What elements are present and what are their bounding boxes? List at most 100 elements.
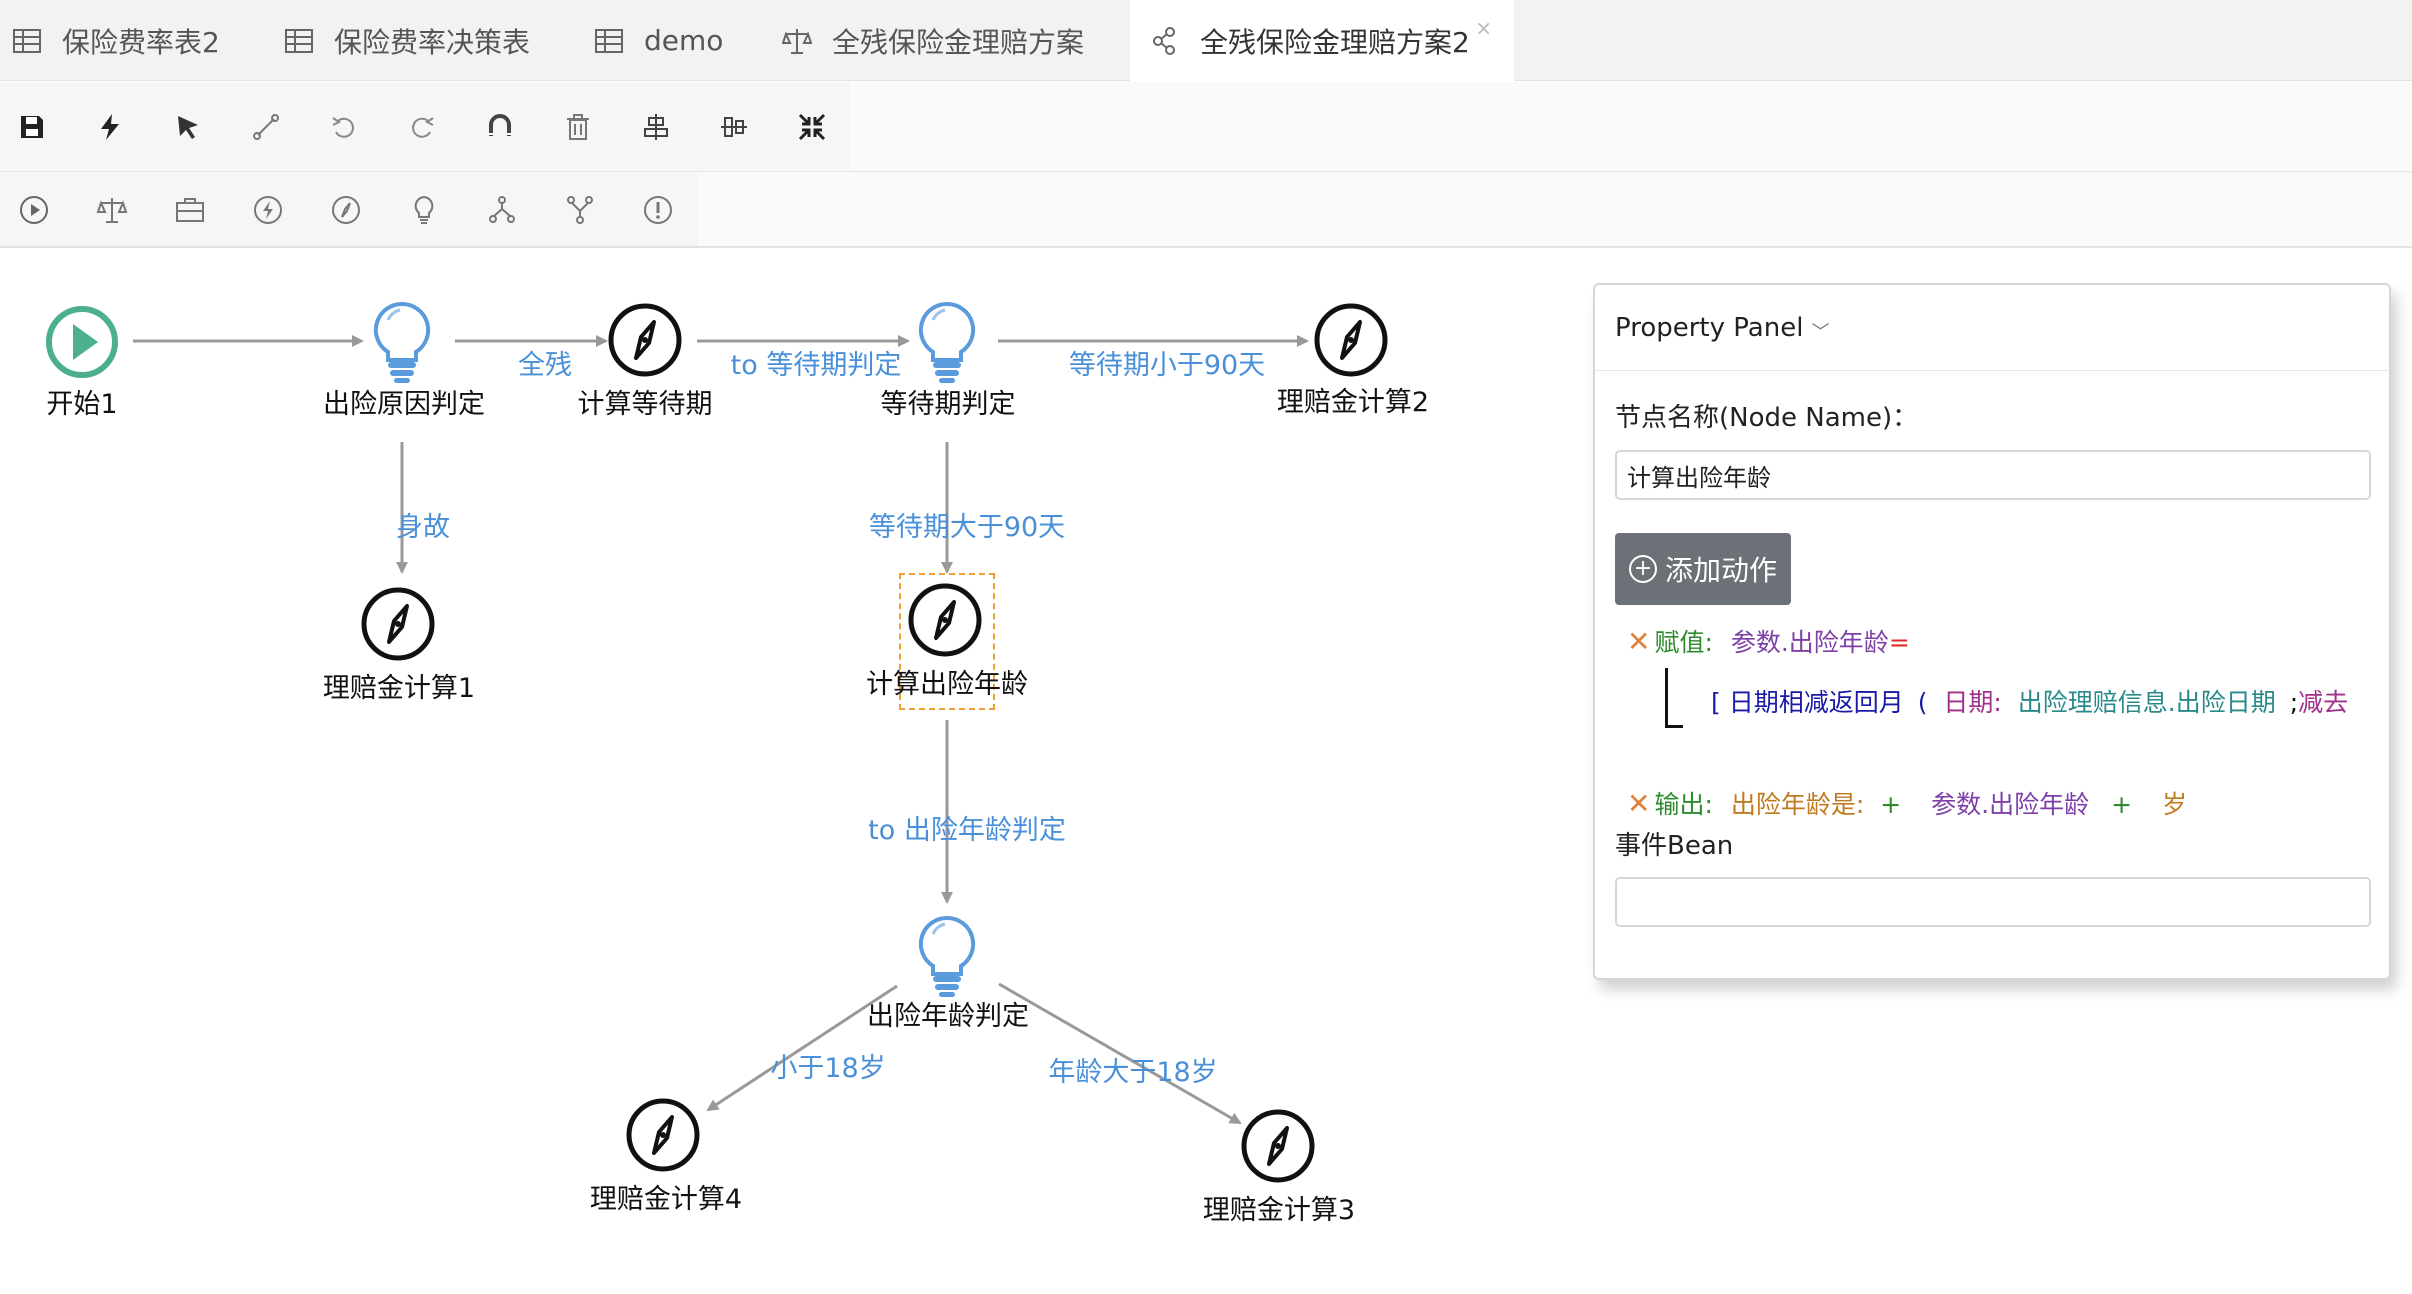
action-node-icon[interactable] (170, 190, 210, 230)
tab-premium-rate-table-2[interactable]: 保险费率表2 (12, 0, 220, 81)
bulb-icon (918, 915, 976, 997)
node-label-payout4: 理赔金计算4 (589, 1184, 743, 1215)
table-icon (285, 28, 313, 53)
property-panel-header[interactable]: Property Panel ﹀ (1595, 285, 2389, 371)
output-action: ✕输出: 出险年龄是: + 参数.出险年龄 + 岁 (1627, 785, 2187, 821)
magnet-icon[interactable] (480, 107, 520, 147)
join-node-icon[interactable] (560, 190, 600, 230)
add-action-label: 添加动作 (1664, 554, 1777, 587)
remove-output-icon[interactable]: ✕ (1627, 787, 1651, 820)
script-node-icon[interactable] (248, 190, 288, 230)
connect-icon[interactable] (246, 107, 286, 147)
chevron-down-icon[interactable]: ﹀ (1811, 321, 1830, 343)
tab-close-icon[interactable]: × (1475, 16, 1492, 40)
compass-icon (626, 1098, 700, 1172)
age-judge-decision-node[interactable] (915, 914, 979, 998)
end-node-icon[interactable] (638, 190, 678, 230)
fork-node-icon[interactable] (482, 190, 522, 230)
toolbar-group (0, 82, 850, 171)
tab-label: 保险费率表2 (62, 25, 220, 59)
wait-judge-decision-node[interactable] (915, 300, 979, 384)
output-var[interactable]: 参数.出险年龄 (1931, 790, 2090, 819)
expr-arg-value[interactable]: 出险理赔信息.出险日期 (2017, 688, 2276, 717)
decision-node-icon[interactable] (404, 190, 444, 230)
start-node[interactable] (44, 304, 120, 380)
edge-label-gt18[interactable]: 年龄大于18岁 (1048, 1057, 1218, 1088)
tab-label: 全残保险金理赔方案2 (1200, 25, 1470, 59)
age-calc-node[interactable] (907, 582, 983, 658)
edge-label-to-wait-judge[interactable]: to 等待期判定 (730, 350, 902, 381)
tab-label: demo (644, 24, 724, 57)
payout4-node[interactable] (625, 1097, 701, 1173)
edge-label-lt18[interactable]: 小于18岁 (770, 1053, 886, 1084)
plus-circle-icon: + (1628, 555, 1657, 583)
assign-target[interactable]: 参数.出险年龄 (1730, 628, 1889, 657)
flow-canvas[interactable]: 开始1 出险原因判定 计算等待期 等待期判定 (0, 250, 2412, 1294)
payout3-node[interactable] (1240, 1108, 1316, 1184)
bolt-icon[interactable] (90, 107, 130, 147)
add-action-button[interactable]: + 添加动作 (1615, 533, 1791, 605)
compress-icon[interactable] (792, 107, 832, 147)
table-icon (595, 28, 623, 53)
compass-icon (1241, 1109, 1315, 1183)
output-kind: 输出: (1654, 790, 1713, 819)
node-label-cause: 出险原因判定 (323, 389, 485, 420)
compass-node-icon[interactable] (326, 190, 366, 230)
tab-bar: 保险费率表2 保险费率决策表 demo 全残保险金理赔方案 (0, 0, 2412, 81)
edge-age-judge-to-payout3 (998, 982, 1242, 1125)
edge-label-to-age-judge[interactable]: to 出险年龄判定 (868, 815, 1066, 846)
node-palette (0, 172, 2412, 248)
payout2-node[interactable] (1313, 302, 1389, 378)
edge-label-quancan[interactable]: 全残 (518, 350, 572, 381)
edge-age-judge-to-payout4 (706, 984, 898, 1112)
edge-label-gt90[interactable]: 等待期大于90天 (868, 512, 1066, 543)
start-node-icon (46, 306, 118, 378)
node-label-wait-judge: 等待期判定 (880, 389, 1016, 420)
pointer-icon[interactable] (168, 107, 208, 147)
selection-box (899, 573, 995, 710)
redo-icon[interactable] (402, 107, 442, 147)
expr-tail: 减去 (2298, 688, 2349, 717)
event-bean-label: 事件Bean (1615, 831, 1734, 861)
expr-paren: ( (1917, 688, 1928, 717)
trash-icon[interactable] (558, 107, 598, 147)
expr-arg-label: 日期: (1943, 688, 2002, 717)
tab-claim-plan-2[interactable]: 全残保险金理赔方案2 × (1130, 0, 1514, 81)
rule-node-icon[interactable] (92, 190, 132, 230)
table-icon (13, 28, 41, 53)
tab-label: 全残保险金理赔方案 (832, 25, 1085, 59)
undo-icon[interactable] (324, 107, 364, 147)
output-text[interactable]: 出险年龄是: (1730, 790, 1865, 819)
flow-edges (133, 335, 1309, 1125)
assign-equals: = (1888, 628, 1910, 657)
expr-separator: ; (2289, 688, 2299, 717)
tab-label: 保险费率决策表 (334, 25, 531, 59)
flow-icon (1153, 26, 1175, 55)
tab-claim-plan[interactable]: 全残保险金理赔方案 (782, 0, 1084, 81)
node-label-start: 开始1 (46, 389, 118, 420)
tab-demo[interactable]: demo (594, 0, 723, 81)
payout1-node[interactable] (360, 586, 436, 662)
align-horizontal-icon[interactable] (636, 107, 676, 147)
compass-icon (1314, 303, 1388, 377)
output-plus-2: + (2111, 790, 2133, 819)
event-bean-input[interactable] (1615, 877, 2371, 927)
edge-label-death[interactable]: 身故 (396, 512, 450, 543)
cause-decision-node[interactable] (370, 300, 434, 384)
property-panel: Property Panel ﹀ 节点名称(Node Name)： + 添加动作… (1593, 283, 2391, 980)
expr-function[interactable]: 日期相减返回月 (1728, 688, 1904, 717)
assign-kind: 赋值: (1654, 628, 1713, 657)
output-suffix[interactable]: 岁 (2161, 790, 2187, 819)
tab-premium-decision-table[interactable]: 保险费率决策表 (284, 0, 530, 81)
save-icon[interactable] (12, 107, 52, 147)
align-vertical-icon[interactable] (714, 107, 754, 147)
node-name-input[interactable] (1615, 450, 2371, 500)
wait-calc-node[interactable] (607, 302, 683, 378)
scale-icon (782, 28, 812, 54)
edge-label-lt90[interactable]: 等待期小于90天 (1068, 350, 1266, 381)
remove-assign-icon[interactable]: ✕ (1627, 625, 1651, 658)
main-toolbar (0, 82, 2412, 172)
start-node-icon[interactable] (14, 190, 54, 230)
assign-expression: [ 日期相减返回月 ( 日期: 出险理赔信息.出险日期 ;减去 (1711, 683, 2348, 719)
node-label-age-judge: 出险年龄判定 (867, 1001, 1029, 1032)
